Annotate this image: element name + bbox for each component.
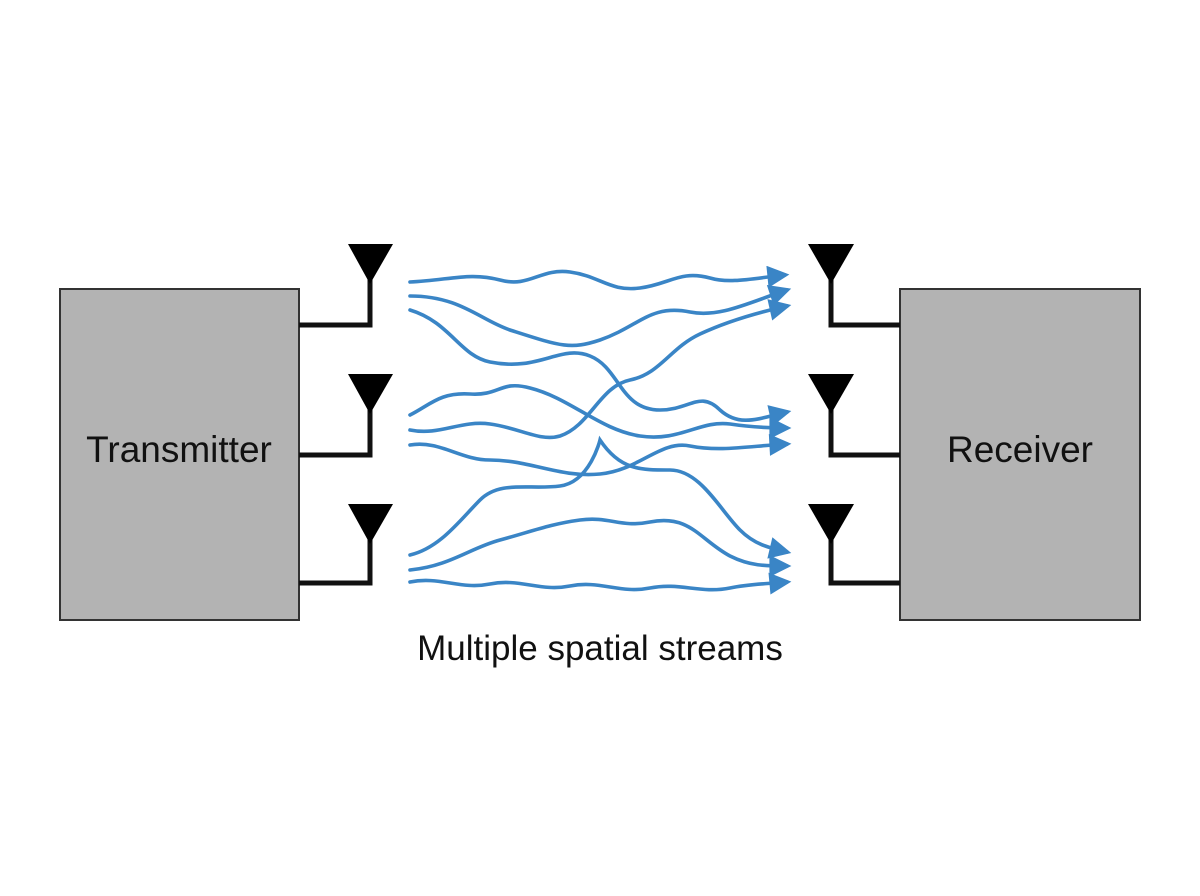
transmitter-wire-3 [299, 538, 373, 586]
stream-3 [408, 308, 792, 427]
antenna-icon [808, 244, 854, 284]
receiver-label: Receiver [947, 429, 1093, 470]
streams-caption: Multiple spatial streams [417, 629, 783, 668]
stream-9 [408, 572, 792, 595]
antenna-icon [808, 504, 854, 544]
stream-1 [408, 265, 790, 291]
receiver: Receiver [899, 288, 1141, 621]
receiver-box [899, 288, 1141, 621]
antenna-icon [348, 504, 393, 544]
stream-2 [408, 284, 792, 348]
stream-5 [408, 299, 792, 440]
antenna-icon [348, 374, 393, 414]
receiver-antennas [808, 244, 900, 586]
stream-6 [408, 433, 792, 477]
receiver-wire-2 [828, 408, 900, 458]
transmitter-wire-1 [299, 278, 373, 328]
stream-4 [408, 383, 792, 439]
transmitter-label: Transmitter [86, 429, 272, 470]
stream-7 [408, 435, 792, 559]
transmitter-box [59, 288, 300, 621]
antenna-icon [808, 374, 854, 414]
stream-8 [408, 517, 792, 577]
receiver-wire-3 [828, 538, 900, 586]
transmitter-wire-2 [299, 408, 373, 458]
receiver-wire-1 [828, 278, 900, 328]
spatial-streams [408, 265, 792, 595]
transmitter-antennas [299, 244, 393, 586]
antenna-icon [348, 244, 393, 284]
transmitter: Transmitter [59, 288, 300, 621]
